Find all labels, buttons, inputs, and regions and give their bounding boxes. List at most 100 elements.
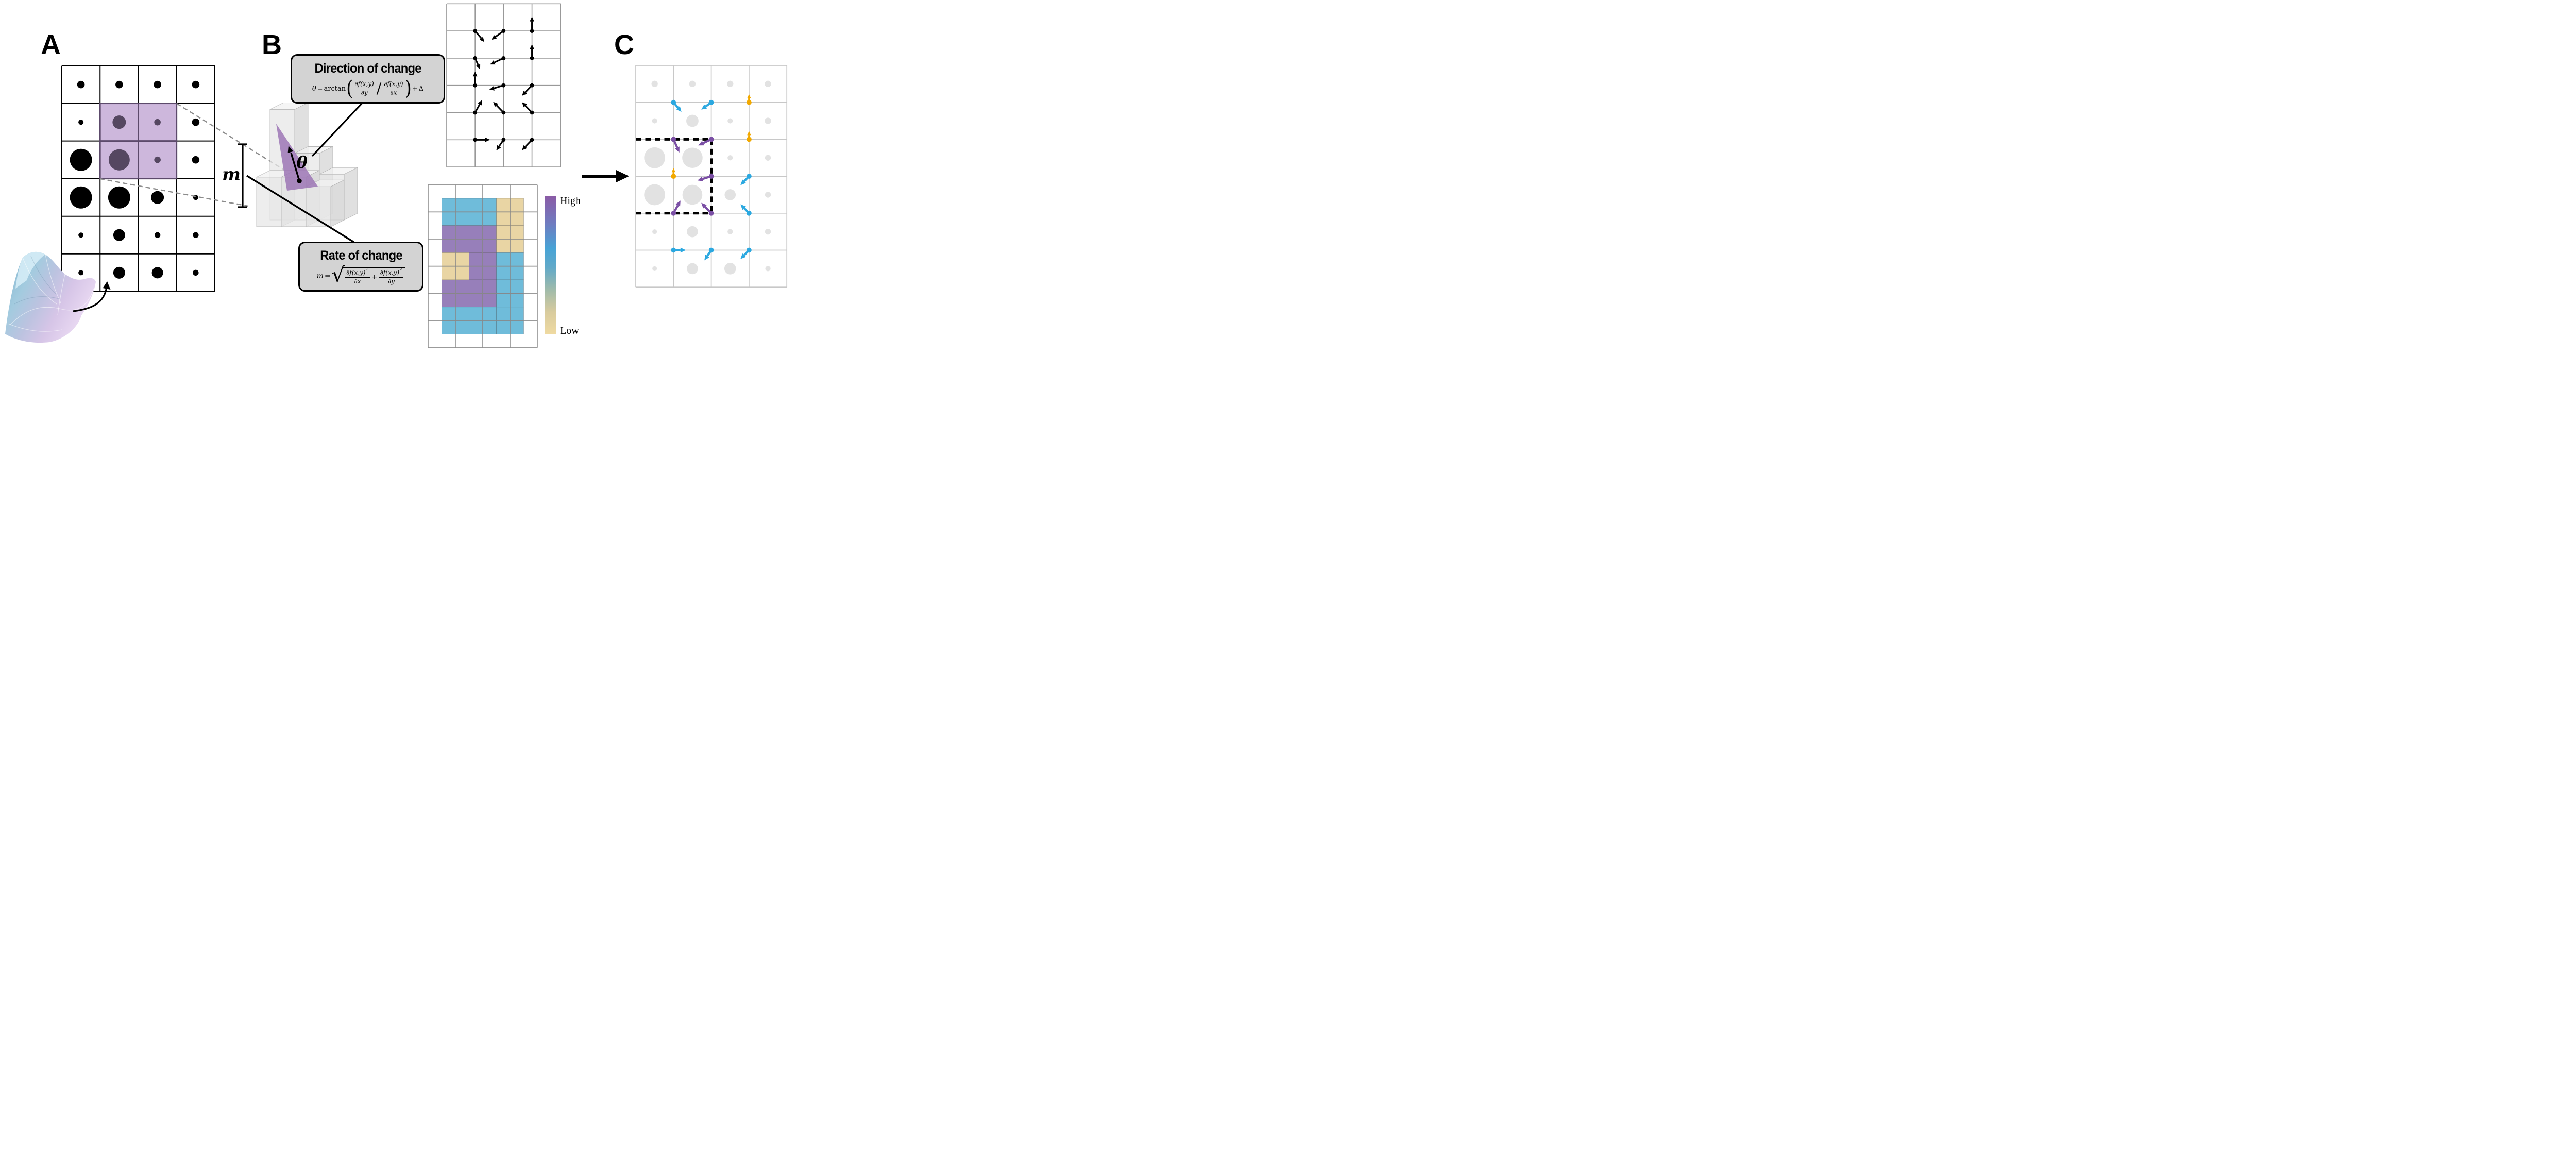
formula-arctan: arctan — [324, 84, 346, 93]
heatmap-cell — [496, 307, 511, 321]
field-arrow-origin-dot — [530, 29, 534, 33]
faded-pixel-dot — [765, 117, 771, 124]
field-arrow-head — [478, 100, 482, 106]
field-arrow-head — [530, 16, 534, 22]
pixel-intensity-dot — [78, 270, 84, 276]
pooled-gradient-arrow-purple-head — [675, 146, 680, 153]
field-arrow-head — [496, 145, 501, 151]
formula-equals: = — [324, 272, 331, 281]
partial-dx-fraction: ∂f(x,y) ∂x — [383, 81, 404, 96]
heatmap-cell — [442, 211, 456, 226]
pooled-gradient-arrow-blue-head — [676, 106, 682, 112]
heatmap-cell — [482, 225, 497, 240]
heatmap-cell — [510, 279, 524, 294]
pooled-gradient-arrow-blue-origin-dot — [708, 99, 714, 105]
heatmap-cell — [510, 252, 524, 267]
pixel-intensity-dot — [193, 269, 199, 276]
image-surface-3d — [5, 251, 111, 343]
heatmap-cell — [455, 239, 469, 253]
heatmap-cell — [442, 279, 456, 294]
heatmap-cell — [510, 266, 524, 280]
faded-pixel-dot — [651, 80, 658, 88]
pixel-intensity-dot — [192, 118, 200, 126]
field-arrow-origin-dot — [473, 29, 478, 33]
pooled-gradient-arrow-purple-head — [675, 200, 681, 207]
field-arrow-origin-dot — [473, 83, 478, 88]
heatmap-cell — [482, 279, 497, 294]
surface-to-grid-arrow-head — [103, 281, 111, 290]
heatmap-cell — [469, 225, 483, 240]
pooled-gradient-arrow-purple-head — [698, 141, 704, 146]
field-arrow-head — [491, 35, 497, 40]
field-arrow-origin-dot — [501, 138, 506, 142]
heatmap-cell — [455, 211, 469, 226]
heatmap-cell — [482, 198, 497, 212]
heatmap-cell — [469, 293, 483, 308]
heatmap-cell — [496, 320, 511, 334]
rate-of-change-box: Rate of change m = √ ∂f(x,y)2 ∂x + ∂f(x,… — [298, 242, 423, 292]
pooled-gradient-arrow-orange-head — [747, 131, 751, 136]
field-arrow-origin-dot — [501, 29, 506, 33]
field-arrow-origin-dot — [501, 110, 506, 115]
field-arrow-head — [530, 44, 534, 49]
faded-pixel-dot — [682, 184, 703, 205]
heatmap-cell — [442, 307, 456, 321]
pixel-intensity-dot — [78, 232, 84, 238]
formula-equals: = — [317, 84, 323, 93]
heatmap-cell — [510, 293, 524, 308]
panel-c-label: C — [614, 29, 634, 60]
pooled-gradient-arrow-orange-origin-dot — [671, 174, 676, 179]
heatmap-cell — [442, 320, 456, 334]
field-arrow-head — [522, 145, 527, 150]
faded-pixel-dot — [727, 118, 733, 124]
field-arrow-head — [493, 102, 498, 107]
pooled-gradient-arrow-orange-head — [671, 168, 675, 173]
formula-plus: + — [371, 273, 378, 282]
field-arrow-origin-dot — [473, 56, 478, 60]
field-arrow-origin-dot — [530, 83, 534, 88]
rate-formula: m = √ ∂f(x,y)2 ∂x + ∂f(x,y)2 ∂y — [316, 265, 405, 285]
pooled-gradient-arrow-orange-head — [747, 94, 751, 98]
heatmap-cell — [482, 320, 497, 334]
radical-body: ∂f(x,y)2 ∂x + ∂f(x,y)2 ∂y — [343, 267, 405, 284]
pooled-gradient-arrow-orange-origin-dot — [747, 137, 752, 142]
pooled-gradient-arrow-purple-head — [701, 202, 707, 209]
faded-pixel-dot — [687, 226, 698, 238]
faded-pixel-dot — [686, 114, 699, 127]
heatmap-cell — [469, 252, 483, 267]
pixel-intensity-dot — [154, 232, 161, 238]
field-arrow-head — [476, 64, 481, 70]
fraction-numerator: ∂f(x,y) — [380, 269, 399, 277]
formula-theta: θ — [312, 84, 316, 93]
heatmap-cell — [469, 266, 483, 280]
faded-pixel-dot — [765, 155, 771, 161]
pixel-intensity-dot — [70, 148, 92, 171]
pixel-intensity-dot — [70, 186, 92, 209]
field-arrow-head — [522, 90, 527, 96]
field-arrow-head — [479, 37, 485, 42]
pooled-gradient-arrow-blue-origin-dot — [747, 247, 752, 253]
heatmap-cell — [469, 307, 483, 321]
heatmap-cell — [510, 239, 524, 253]
pooled-gradient-arrow-blue-head — [704, 254, 710, 261]
faded-pixel-dot — [724, 263, 736, 275]
field-arrow-origin-dot — [473, 138, 478, 142]
heatmap-cell — [482, 266, 497, 280]
figure-canvas: m θ High Low — [5, 3, 788, 348]
colorbar-high-label: High — [560, 195, 581, 207]
heatmap-cell — [496, 239, 511, 253]
fraction-numerator: ∂f(x,y) — [346, 269, 366, 277]
gradient-figure: m θ High Low A B C Direction of change θ… — [0, 0, 800, 350]
heatmap-cell — [482, 307, 497, 321]
field-arrow-origin-dot — [501, 83, 506, 88]
panel-transition-arrow — [582, 170, 629, 182]
heatmap-cell — [482, 293, 497, 308]
faded-pixel-dot — [644, 184, 666, 206]
formula-m: m — [316, 272, 324, 281]
heatmap-cell — [455, 279, 469, 294]
gradient-plane-group — [276, 124, 318, 191]
pixel-intensity-dot — [112, 115, 126, 129]
heatmap-cell — [496, 211, 511, 226]
heatmap-cell — [442, 225, 456, 240]
heatmap-cell — [482, 239, 497, 253]
